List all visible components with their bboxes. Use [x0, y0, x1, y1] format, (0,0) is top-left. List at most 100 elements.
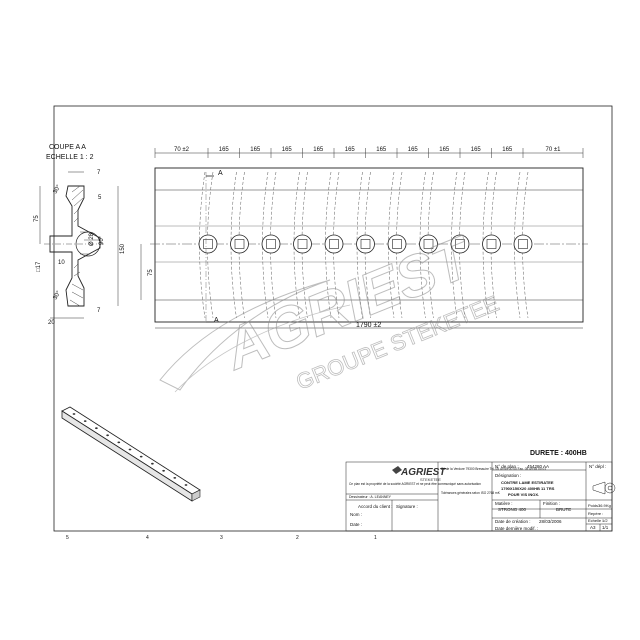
- pitch-label: 165: [471, 147, 482, 153]
- grid-number: 1: [374, 535, 377, 541]
- hole-square: [203, 239, 213, 249]
- confidential-note: Ce plan est la propriété de la société A…: [349, 482, 481, 486]
- iso-hole: [139, 455, 143, 458]
- iso-hole: [117, 441, 121, 444]
- iso-hole: [72, 413, 76, 415]
- scale-label: Echelle :: [588, 518, 603, 523]
- material-value: STRONG 400: [498, 507, 527, 512]
- material-label: Matière :: [495, 501, 513, 506]
- pitch-label: 70 ±1: [546, 147, 562, 153]
- hole-circle: [482, 234, 501, 254]
- grid-number: 5: [66, 535, 69, 541]
- dim-height: 75: [34, 215, 40, 222]
- iso-hole: [184, 484, 188, 486]
- hole-circle: [293, 234, 312, 254]
- iso-holes: [72, 413, 188, 486]
- iso-hole: [95, 427, 98, 430]
- pitch-ticks: [154, 148, 584, 158]
- weight-value: 36.9: [598, 503, 607, 508]
- plan-height: 75: [148, 269, 154, 276]
- hole-square: [486, 239, 497, 249]
- grid-number: 4: [146, 535, 149, 541]
- projection-symbol-icon: [592, 481, 616, 495]
- dim-total: 150: [120, 243, 126, 254]
- section-marker-bottom: A: [214, 317, 219, 324]
- hole-square: [392, 239, 402, 249]
- iso-hole: [151, 462, 154, 465]
- watermark-swoosh-2: [174, 304, 351, 393]
- pitch-label: 165: [250, 147, 261, 153]
- name-label: Nom :: [350, 512, 362, 517]
- company-address: ZA de la Verdure 79300 Bressuire Tel. 05…: [441, 467, 546, 471]
- drafter: Dessinateur : A. LEANNEY: [349, 495, 392, 499]
- dim-angle: 90°: [99, 235, 105, 245]
- hole-circle: [356, 234, 375, 254]
- section-scale: ECHELLE 1 : 2: [46, 154, 94, 161]
- hole-circle: [261, 234, 281, 254]
- dim-square: □17: [36, 261, 42, 272]
- hole-square: [234, 239, 245, 249]
- dim-bevel-bottom: 30°: [53, 290, 63, 301]
- company-sub: STEKETEE: [420, 477, 441, 482]
- signature-label: Signature :: [396, 504, 418, 509]
- weight-unit: Kg: [606, 503, 611, 508]
- pitch-label: 165: [502, 147, 513, 153]
- finish-value: BRUTE: [556, 507, 571, 512]
- section-hole-circle: [75, 231, 101, 257]
- pitch-label: 165: [408, 147, 419, 153]
- dim-diameter: Ø 28: [89, 232, 95, 246]
- hole-square: [360, 239, 371, 249]
- designation-line-1: CONTRE LAME ESTIRATEE: [501, 480, 554, 485]
- hole-circle: [198, 234, 218, 254]
- dim-bevel-top: 30°: [53, 184, 63, 195]
- paper-format: A3: [590, 525, 596, 530]
- iso-hole: [83, 420, 87, 422]
- hole-square: [455, 239, 465, 249]
- watermark-swoosh: [159, 279, 331, 391]
- blade-profile: [49, 185, 101, 307]
- hardness-note: DURETE : 400HB: [530, 450, 587, 457]
- company-name: AGRIEST: [400, 467, 446, 478]
- section-marker-top: A: [218, 170, 223, 177]
- date-label: Date :: [350, 522, 362, 527]
- iso-hole: [128, 448, 132, 451]
- finish-label: Finition :: [543, 501, 560, 506]
- creation-date: 28/03/2006: [539, 519, 562, 524]
- dim-mid: 10: [58, 260, 65, 266]
- logo-mark-icon: [392, 466, 402, 474]
- iso-hole: [173, 477, 177, 479]
- grid-number: 3: [220, 535, 223, 541]
- pitch-label: 165: [219, 147, 230, 153]
- dim-top-width: 7: [97, 170, 101, 176]
- plate-outline: [154, 167, 584, 323]
- weight-label: Poids :: [588, 503, 600, 508]
- plan-number: 454280 AA: [527, 464, 549, 469]
- client-agreement: Accord du client :: [358, 504, 393, 509]
- iso-blade-body: [61, 406, 201, 495]
- iso-blade-end: [191, 489, 201, 502]
- hole-row: [198, 171, 533, 319]
- sheet-count: 1/1: [602, 525, 609, 530]
- hole-circle: [513, 234, 533, 254]
- last-modified-label: Date dernière modif. :: [495, 526, 538, 531]
- iso-hole: [106, 434, 109, 437]
- hole-square: [297, 239, 308, 249]
- pitch-label: 165: [439, 147, 450, 153]
- company-logo: AGRIEST STEKETEE: [392, 466, 446, 482]
- grid-numbers: 5 4 3 2 1: [66, 535, 377, 541]
- hole-square: [518, 239, 528, 249]
- sheet-number-label: N° dépl :: [589, 464, 606, 469]
- scale-value: 1/2: [602, 518, 608, 523]
- total-length: 1790 ±2: [356, 322, 381, 329]
- pitch-label: 165: [313, 147, 324, 153]
- title-block: [345, 461, 613, 532]
- dim-top-right: 5: [98, 195, 102, 201]
- section-title: COUPE A A: [49, 144, 86, 151]
- creation-date-label: Date de création :: [495, 519, 531, 524]
- grid-number: 2: [296, 535, 299, 541]
- sheet-border: [53, 105, 613, 532]
- pitch-label: 70 ±2: [174, 147, 190, 153]
